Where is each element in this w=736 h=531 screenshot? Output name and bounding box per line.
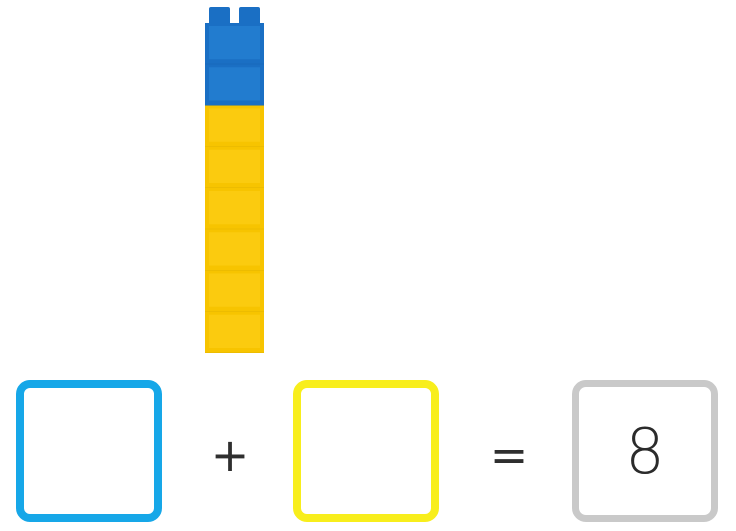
equals-sign: = [489,425,529,485]
answer-box-yellow[interactable] [293,380,439,522]
cube-stud [209,7,230,25]
yellow-cube [205,271,264,313]
yellow-cube [205,188,264,230]
plus-sign: + [210,425,250,485]
blue-cube [205,23,264,65]
yellow-cube [205,147,264,189]
yellow-cube [205,312,264,353]
answer-box-blue[interactable] [16,380,162,522]
yellow-cube [205,106,264,148]
cube-tower [205,7,264,353]
yellow-cube [205,229,264,271]
result-box: 8 [572,380,718,522]
cube-stud [239,7,260,25]
blue-cube [205,64,264,106]
